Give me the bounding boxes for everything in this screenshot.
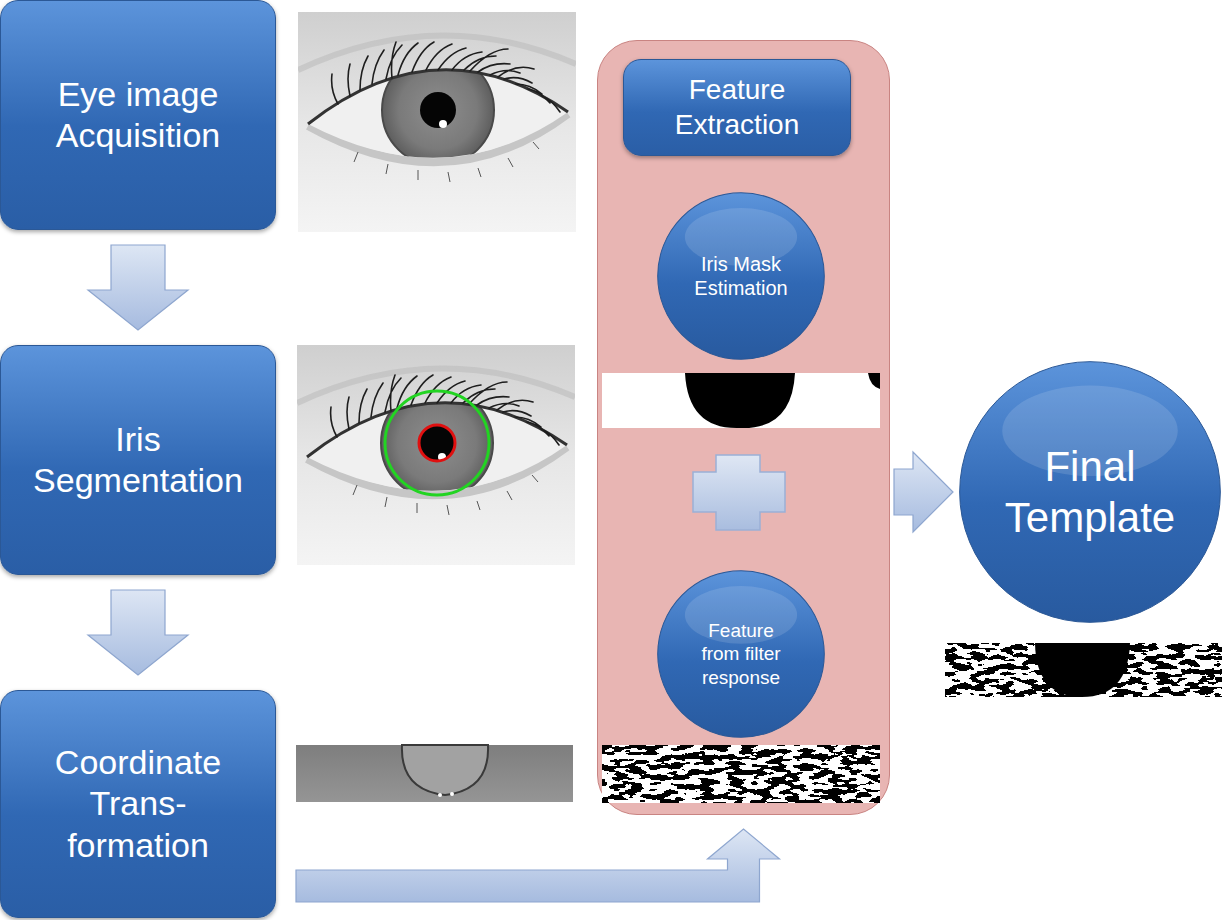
block-arrow	[88, 245, 188, 330]
circle-outline	[957, 359, 1223, 625]
node-label: Eye image Acquisition	[20, 74, 256, 157]
mask-region	[868, 373, 880, 389]
iris-mask-strip	[602, 373, 880, 428]
node-label: Feature from filter response	[688, 619, 794, 689]
process-box: Eye image Acquisition	[0, 0, 276, 230]
node-label: Iris Mask Estimation	[681, 252, 801, 301]
process-circle: Iris Mask Estimation	[656, 191, 826, 361]
plus-symbol	[693, 455, 785, 530]
iris-boundary	[385, 391, 489, 495]
panel-heading-box: Feature Extraction	[623, 59, 851, 156]
pupil-region	[402, 745, 488, 795]
highlight	[438, 793, 442, 797]
node-label: Coordinate Trans- formation	[20, 742, 256, 866]
node-label: Iris Segmentation	[20, 419, 256, 502]
circle-shape	[960, 362, 1221, 623]
circle-outline	[656, 191, 826, 361]
node-label: Final Template	[985, 441, 1195, 543]
circle-shape	[658, 193, 825, 360]
template-mask-region	[1035, 643, 1130, 697]
block-arrow	[894, 452, 953, 532]
template-strip	[945, 643, 1222, 697]
eye-photo	[298, 12, 576, 232]
mask-region	[685, 373, 795, 428]
normalized-iris-strip	[296, 745, 573, 802]
process-box: Iris Segmentation	[0, 345, 276, 575]
circle-shape	[658, 571, 825, 738]
process-circle: Final Template	[957, 359, 1223, 625]
block-arrow	[296, 829, 780, 902]
process-circle: Feature from filter response	[656, 569, 826, 739]
filter-response-strip	[602, 745, 880, 803]
node-label: Feature Extraction	[637, 73, 837, 141]
segmented-eye-photo	[297, 345, 575, 565]
highlight	[450, 792, 454, 796]
process-box: Coordinate Trans- formation	[0, 690, 276, 918]
pupil-boundary	[419, 425, 455, 461]
block-arrow	[88, 590, 188, 675]
